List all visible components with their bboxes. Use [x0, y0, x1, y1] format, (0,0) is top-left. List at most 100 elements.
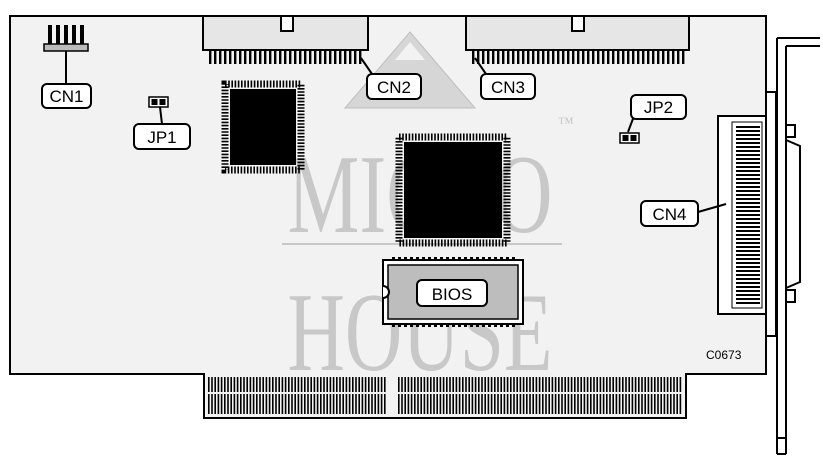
cn3-pin	[562, 50, 565, 64]
cn4-pin	[736, 186, 760, 188]
edge-finger	[532, 377, 534, 414]
cn2-pin	[224, 50, 227, 64]
edge-finger	[220, 377, 223, 414]
label-cn3: CN3	[480, 73, 536, 100]
cn4-pin	[736, 282, 760, 284]
cn1-pin	[48, 25, 52, 45]
bios-pin	[446, 323, 449, 327]
edge-finger	[599, 377, 602, 414]
edge-finger	[259, 377, 261, 414]
edge-finger	[361, 377, 364, 414]
edge-finger	[233, 377, 236, 414]
bios-pin	[494, 257, 497, 261]
edge-finger	[551, 377, 554, 414]
edge-finger	[323, 377, 325, 414]
cn3-pin	[482, 50, 485, 64]
cn3-pin	[612, 50, 615, 64]
edge-finger	[380, 377, 383, 414]
bios-pin	[476, 257, 479, 261]
cn4-pin	[736, 302, 760, 304]
chip-left	[221, 80, 305, 174]
bracket-tab	[765, 91, 777, 337]
edge-finger	[679, 377, 682, 414]
cn3-pin	[537, 50, 540, 64]
cn2-pin	[239, 50, 242, 64]
edge-finger	[249, 377, 252, 414]
cn3-pin	[577, 50, 580, 64]
bios-pin	[434, 323, 437, 327]
label-jp1-text: JP1	[147, 128, 176, 147]
cn2-pin	[314, 50, 317, 64]
bios-pin	[440, 323, 443, 327]
cn3-pin	[652, 50, 655, 64]
edge-finger	[625, 377, 627, 414]
cn4-pin	[736, 250, 760, 252]
jp2-jumper	[619, 132, 640, 144]
bios-pin	[398, 257, 401, 261]
cn4-pin	[736, 150, 760, 152]
cn4-connector	[717, 115, 767, 315]
cn3-pin	[672, 50, 675, 64]
bios-pin	[410, 323, 413, 327]
cn3-pin	[667, 50, 670, 64]
edge-finger	[596, 377, 598, 414]
cn2-pin	[319, 50, 322, 64]
cn2-pin	[294, 50, 297, 64]
edge-finger	[612, 377, 614, 414]
cn2-pin	[279, 50, 282, 64]
edge-finger	[329, 377, 332, 414]
edge-finger	[519, 377, 522, 414]
bios-pin	[392, 323, 395, 327]
cn3-pin	[622, 50, 625, 64]
cn3-pin	[642, 50, 645, 64]
edge-finger	[288, 377, 290, 414]
edge-finger	[657, 377, 659, 414]
edge-finger	[484, 377, 486, 414]
bios-pin	[428, 323, 431, 327]
edge-finger	[332, 377, 335, 414]
cn1-pin	[56, 25, 60, 45]
cn3-pin	[587, 50, 590, 64]
edge-finger	[433, 377, 435, 414]
bios-pin	[506, 323, 509, 327]
edge-finger	[371, 377, 373, 414]
edge-finger	[313, 377, 316, 414]
cn2-pin	[244, 50, 247, 64]
bios-pin	[512, 323, 515, 327]
cn3-pin	[497, 50, 500, 64]
cn2-pin	[339, 50, 342, 64]
edge-finger	[462, 377, 464, 414]
bios-pin	[452, 323, 455, 327]
cn4-pin	[736, 258, 760, 260]
bios-pin	[404, 323, 407, 327]
cn4-pin	[736, 226, 760, 228]
edge-finger	[300, 377, 303, 414]
cn3-pin	[472, 50, 475, 64]
cn2-pin	[344, 50, 347, 64]
edge-finger	[458, 377, 461, 414]
edge-finger	[593, 377, 595, 414]
cn3-pin	[637, 50, 640, 64]
bios-pin	[398, 323, 401, 327]
edge-finger	[494, 377, 496, 414]
label-cn2-text: CN2	[377, 78, 411, 97]
edge-finger	[342, 377, 344, 414]
cn3-pin	[512, 50, 515, 64]
chip-pins	[395, 133, 511, 247]
edge-finger	[609, 377, 611, 414]
bios-pin	[428, 257, 431, 261]
edge-finger	[364, 377, 367, 414]
edge-finger	[316, 377, 319, 414]
cn3-pin	[632, 50, 635, 64]
edge-finger	[545, 377, 547, 414]
edge-finger	[487, 377, 490, 414]
cn4-pin	[736, 142, 760, 144]
edge-finger	[398, 377, 400, 414]
edge-finger	[503, 377, 506, 414]
edge-finger	[513, 377, 515, 414]
label-jp2-text: JP2	[644, 98, 673, 117]
edge-finger	[660, 377, 662, 414]
cn2-pin	[209, 50, 212, 64]
cn3-pin	[487, 50, 490, 64]
chip-pins	[221, 80, 305, 174]
